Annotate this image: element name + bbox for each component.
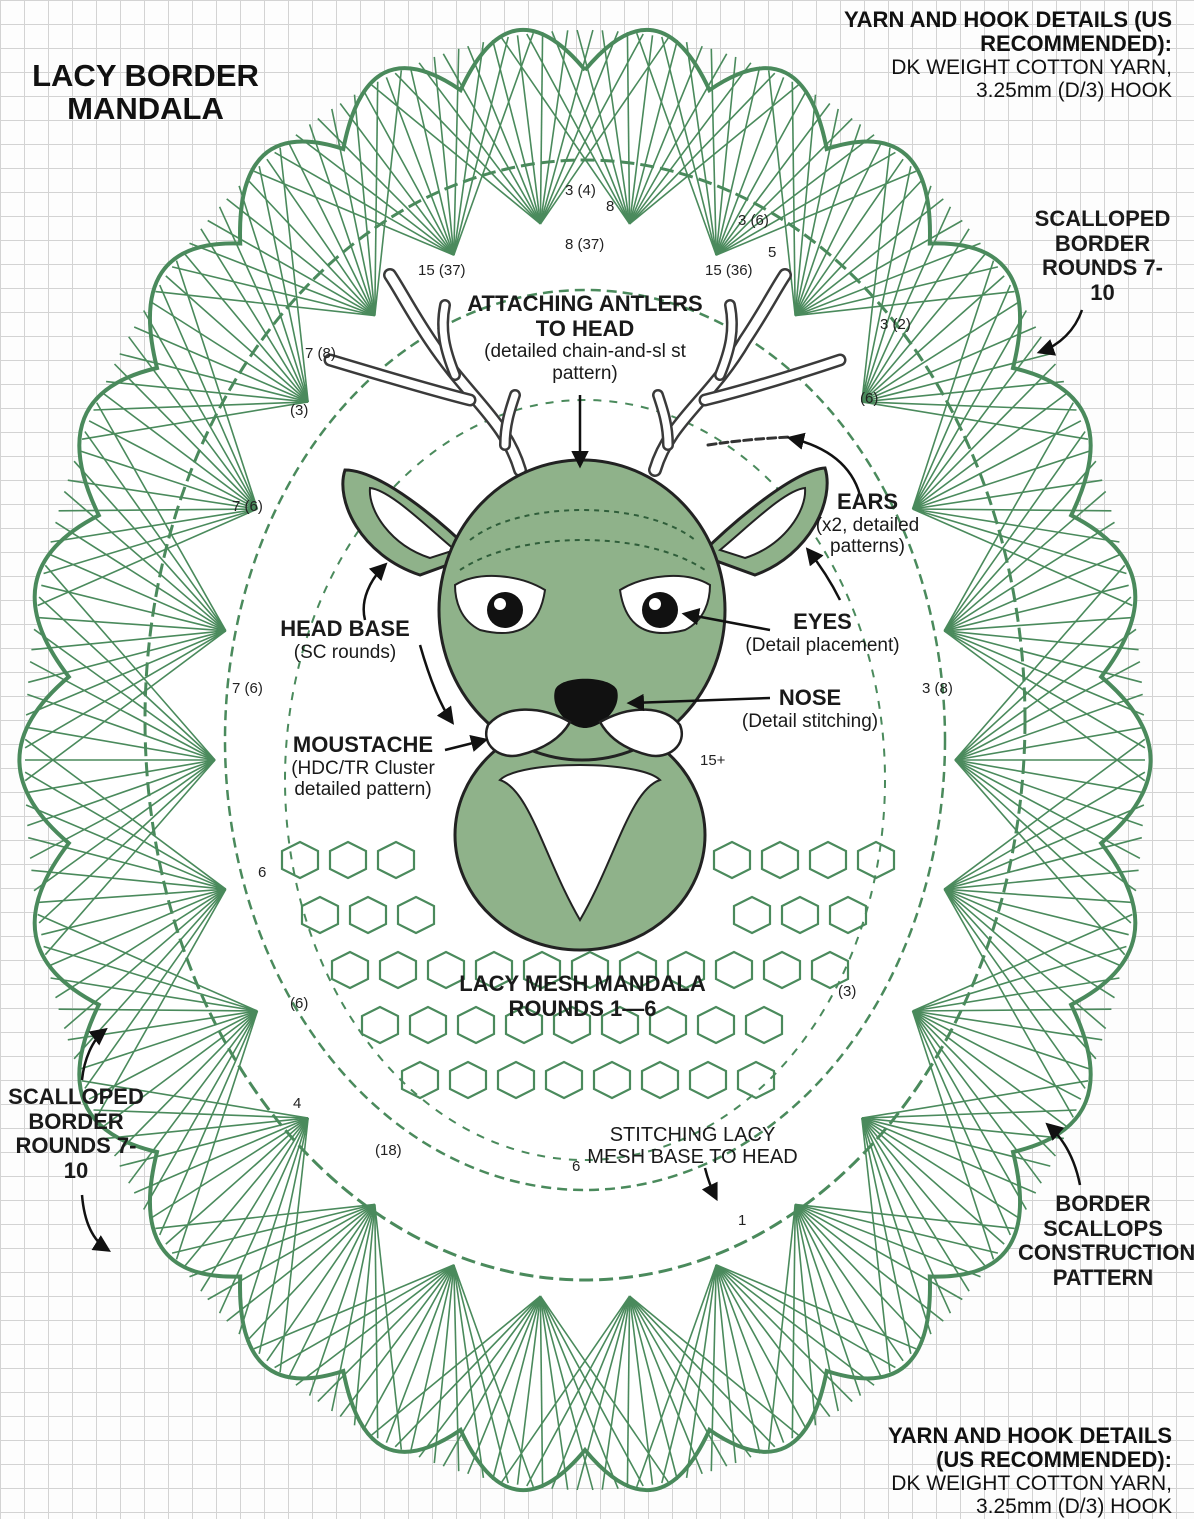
stitching-mesh-label: STITCHING LACY MESH BASE TO HEAD bbox=[585, 1124, 800, 1169]
antlers-label: ATTACHING ANTLERS TO HEAD (detailed chai… bbox=[465, 292, 705, 384]
round-note: 6 bbox=[258, 864, 266, 881]
ears-heading: EARS bbox=[810, 490, 925, 515]
head-base-sub: (SC rounds) bbox=[270, 642, 420, 663]
yarn-heading: YARN AND HOOK DETAILS (US RECOMMENDED): bbox=[872, 1424, 1172, 1472]
nose-sub: (Detail stitching) bbox=[725, 711, 895, 732]
head-base-heading: HEAD BASE bbox=[270, 617, 420, 642]
round-note: 3 (4) bbox=[565, 182, 596, 199]
border-construction-label: BORDER SCALLOPS CONSTRUCTION PATTERN bbox=[1018, 1192, 1188, 1291]
page-title: LACY BORDER MANDALA bbox=[28, 60, 263, 125]
round-note: 3 (2) bbox=[880, 316, 911, 333]
round-note: (3) bbox=[838, 983, 856, 1000]
head-base-label: HEAD BASE (SC rounds) bbox=[270, 617, 420, 663]
round-note: (6) bbox=[860, 390, 878, 407]
scalloped-heading: SCALLOPED BORDER ROUNDS 7-10 bbox=[6, 1085, 146, 1184]
round-note: 5 bbox=[768, 244, 776, 261]
round-note: 3 (6) bbox=[738, 212, 769, 229]
antlers-heading: ATTACHING ANTLERS TO HEAD bbox=[465, 292, 705, 341]
eyes-label: EYES (Detail placement) bbox=[730, 610, 915, 656]
nose-label: NOSE (Detail stitching) bbox=[725, 686, 895, 732]
ears-sub: (x2, detailed patterns) bbox=[810, 515, 925, 558]
lacy-mesh-label: LACY MESH MANDALA ROUNDS 1—6 bbox=[450, 972, 715, 1021]
left-eye bbox=[487, 592, 523, 628]
round-note: (3) bbox=[290, 402, 308, 419]
round-note: 3 (8) bbox=[922, 680, 953, 697]
round-note: 15+ bbox=[700, 752, 725, 769]
yarn-heading: YARN AND HOOK DETAILS (US RECOMMENDED): bbox=[842, 8, 1172, 56]
scalloped-border-label-right: SCALLOPED BORDER ROUNDS 7-10 bbox=[1030, 207, 1175, 306]
round-note: 7 (6) bbox=[232, 680, 263, 697]
round-note: (18) bbox=[375, 1142, 402, 1159]
moustache-label: MOUSTACHE (HDC/TR Cluster detailed patte… bbox=[278, 733, 448, 800]
hook-size: 3.25mm (D/3) HOOK bbox=[842, 79, 1172, 102]
round-note: 8 (37) bbox=[565, 236, 604, 253]
yarn-weight: DK WEIGHT COTTON YARN, bbox=[872, 1472, 1172, 1495]
yarn-weight: DK WEIGHT COTTON YARN, bbox=[842, 56, 1172, 79]
round-note: 7 (6) bbox=[232, 498, 263, 515]
stitching-mesh-text: STITCHING LACY MESH BASE TO HEAD bbox=[585, 1124, 800, 1169]
border-construction-heading: BORDER SCALLOPS CONSTRUCTION PATTERN bbox=[1018, 1192, 1188, 1291]
eyes-heading: EYES bbox=[730, 610, 915, 635]
round-note: 4 bbox=[293, 1095, 301, 1112]
scalloped-border-label-left: SCALLOPED BORDER ROUNDS 7-10 bbox=[6, 1085, 146, 1184]
round-note: 7 (8) bbox=[305, 345, 336, 362]
moustache-heading: MOUSTACHE bbox=[278, 733, 448, 758]
nose-heading: NOSE bbox=[725, 686, 895, 711]
yarn-details-top: YARN AND HOOK DETAILS (US RECOMMENDED): … bbox=[842, 8, 1172, 103]
antlers-sub: (detailed chain-and-sl st pattern) bbox=[465, 341, 705, 384]
round-note: 6 bbox=[572, 1158, 580, 1175]
eyes-sub: (Detail placement) bbox=[730, 635, 915, 656]
scalloped-heading: SCALLOPED BORDER ROUNDS 7-10 bbox=[1030, 207, 1175, 306]
ears-label: EARS (x2, detailed patterns) bbox=[810, 490, 925, 557]
hook-size: 3.25mm (D/3) HOOK bbox=[872, 1495, 1172, 1518]
round-note: 1 bbox=[738, 1212, 746, 1229]
moustache-sub: (HDC/TR Cluster detailed pattern) bbox=[278, 758, 448, 801]
round-note: 15 (36) bbox=[705, 262, 753, 279]
yarn-details-bottom: YARN AND HOOK DETAILS (US RECOMMENDED): … bbox=[872, 1424, 1172, 1519]
lacy-mesh-heading: LACY MESH MANDALA ROUNDS 1—6 bbox=[450, 972, 715, 1021]
round-note: (6) bbox=[290, 995, 308, 1012]
round-note: 8 bbox=[606, 198, 614, 215]
deer-head bbox=[439, 460, 725, 950]
right-eye bbox=[642, 592, 678, 628]
round-note: 15 (37) bbox=[418, 262, 466, 279]
